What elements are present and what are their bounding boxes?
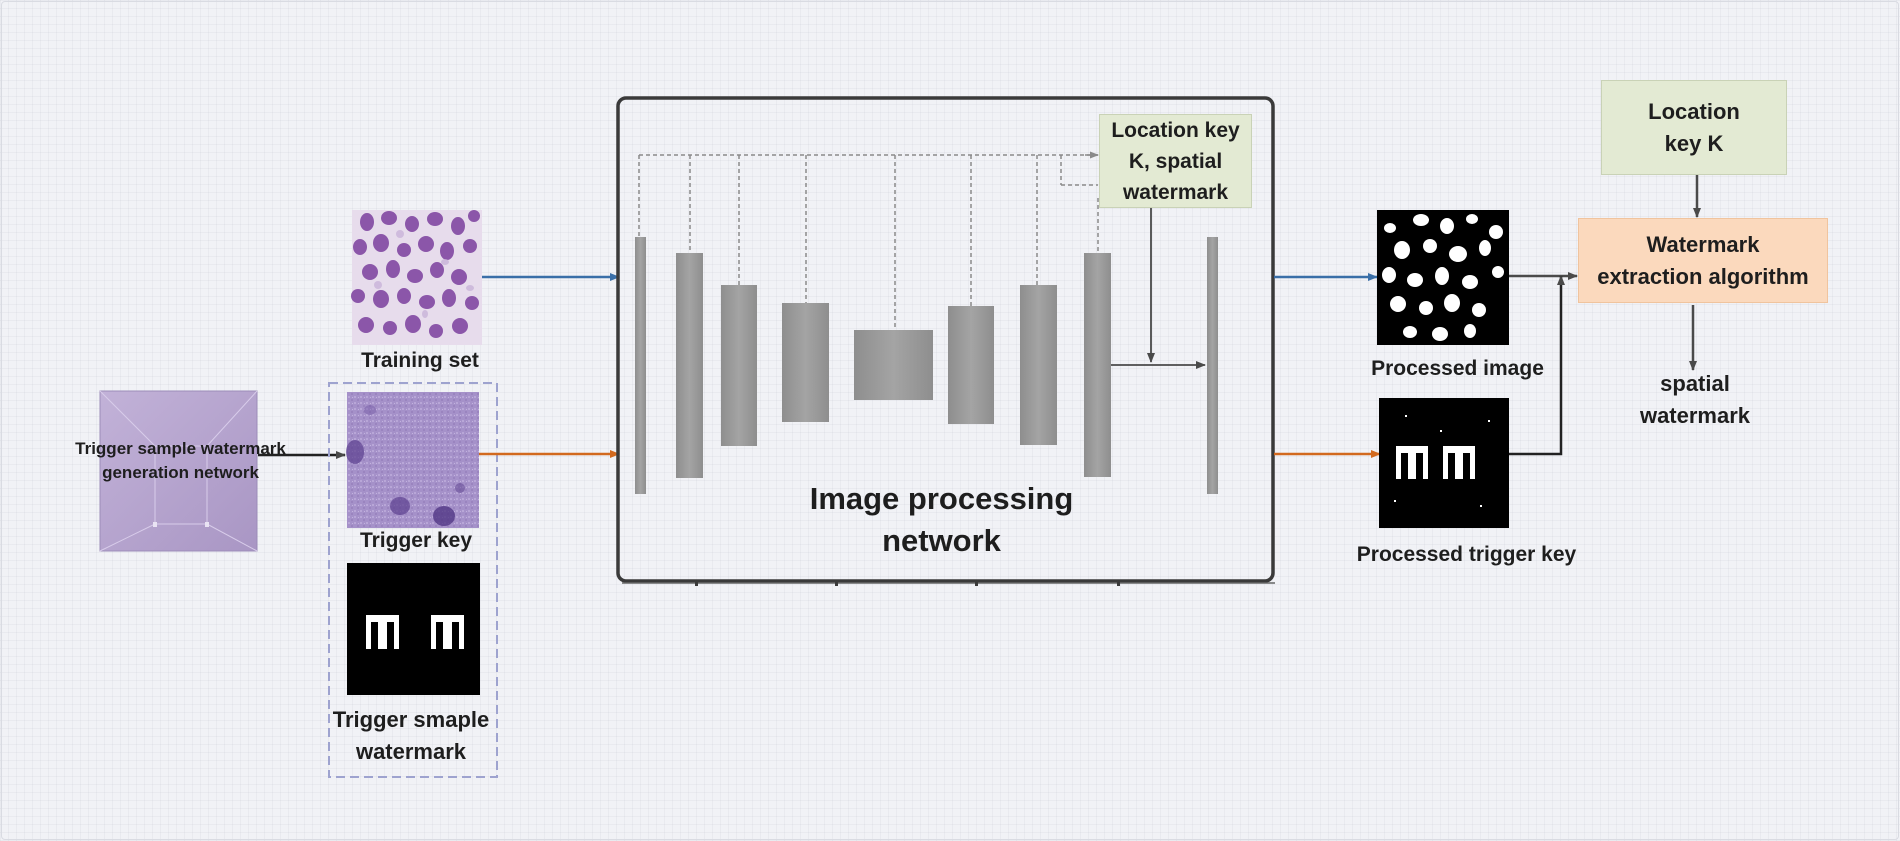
training-set-label: Training set [361,349,479,372]
noisy-trigger-image [346,392,479,528]
decoder-layer-2 [1020,285,1057,445]
generator-network-label: Trigger sample watermark generation netw… [75,439,286,482]
bottleneck-layer [854,330,933,400]
network-layers [635,237,1218,494]
network-title: Image processing network [809,481,1074,558]
skip-connections [638,154,1099,330]
extraction-algorithm-box: Watermark extraction algorithm [1578,218,1828,303]
location-key-box: Location key K [1601,80,1787,175]
processed-image-label: Processed image [1371,357,1544,380]
location-key-spatial-box: Location key K, spatial watermark [1099,114,1252,208]
trigger-key-label: Trigger key [359,529,473,552]
encoder-layer-2 [676,253,703,478]
trigger-sample-watermark-label: Trigger smaple watermark [332,707,490,764]
spatial-watermark-label: spatial watermark [1639,371,1751,428]
encoder-layer-3 [721,285,757,446]
trigger-region-dashed-box [328,382,498,778]
processed-trigger-key-label: Processed trigger key [1356,543,1577,566]
encoder-layer-4 [782,303,829,422]
encoder-layer-1 [635,237,646,494]
processed-trigger-image [1379,398,1509,528]
output-layer [1207,237,1218,494]
network-container [616,96,1275,583]
binary-mask-image [1377,210,1509,345]
generator-network-box [99,390,258,552]
decoder-layer-1 [948,306,994,424]
processed-trigger-to-extraction-arrow [1509,275,1565,456]
wm-watermark-image [347,563,480,695]
decoder-layer-3 [1084,253,1111,477]
histology-image [351,210,482,345]
